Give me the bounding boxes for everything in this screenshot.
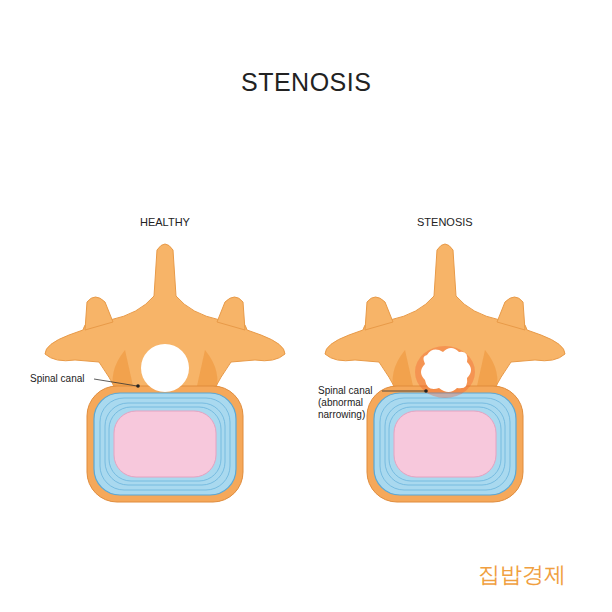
watermark: 집밥경제 bbox=[478, 560, 566, 590]
panel-heading: STENOSIS bbox=[417, 216, 473, 228]
diagram-title: STENOSIS bbox=[241, 68, 371, 97]
part-label: Spinal canal bbox=[30, 373, 84, 385]
part-label: Spinal canal (abnormal narrowing) bbox=[318, 385, 380, 421]
panel-heading: HEALTHY bbox=[140, 216, 190, 228]
